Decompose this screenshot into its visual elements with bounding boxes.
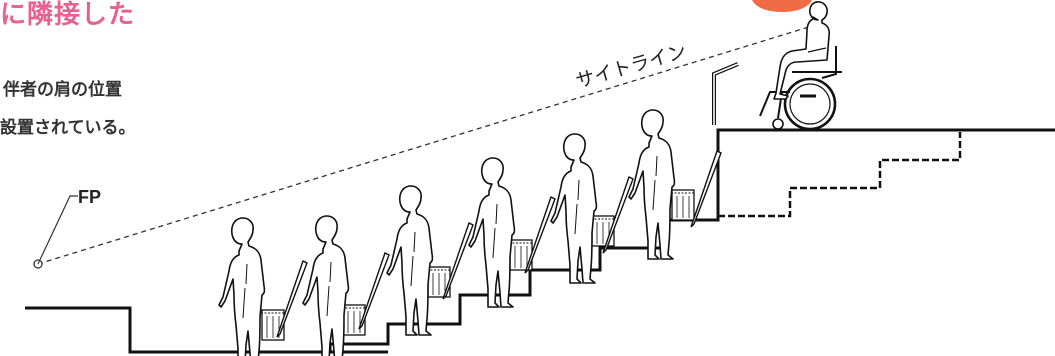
- cane-3: [442, 222, 474, 300]
- cane-1: [276, 260, 308, 338]
- badge-shape: [752, 0, 812, 12]
- cane-5: [602, 176, 634, 254]
- fp-leader: [37, 195, 78, 265]
- standing-person-2: [302, 215, 350, 356]
- description-line-1: 伴者の肩の位置: [3, 80, 122, 100]
- floor-profile: [25, 128, 1055, 354]
- standing-person-5: [550, 133, 598, 284]
- page-heading: に隣接した: [0, 0, 136, 30]
- sightline-label: サイトライン: [573, 40, 689, 93]
- description-line-2: 設置されている。: [0, 118, 136, 138]
- cane-2: [358, 252, 390, 330]
- hidden-stair-profile: [718, 132, 962, 218]
- bin-6: [670, 189, 696, 221]
- standing-person-1: [218, 217, 266, 356]
- standing-person-3: [386, 185, 434, 336]
- cane-4: [524, 196, 556, 274]
- standing-person-6: [628, 109, 676, 260]
- standing-person-4: [468, 157, 516, 308]
- fp-label: FP: [78, 187, 101, 207]
- wheelchair-user: [759, 1, 842, 131]
